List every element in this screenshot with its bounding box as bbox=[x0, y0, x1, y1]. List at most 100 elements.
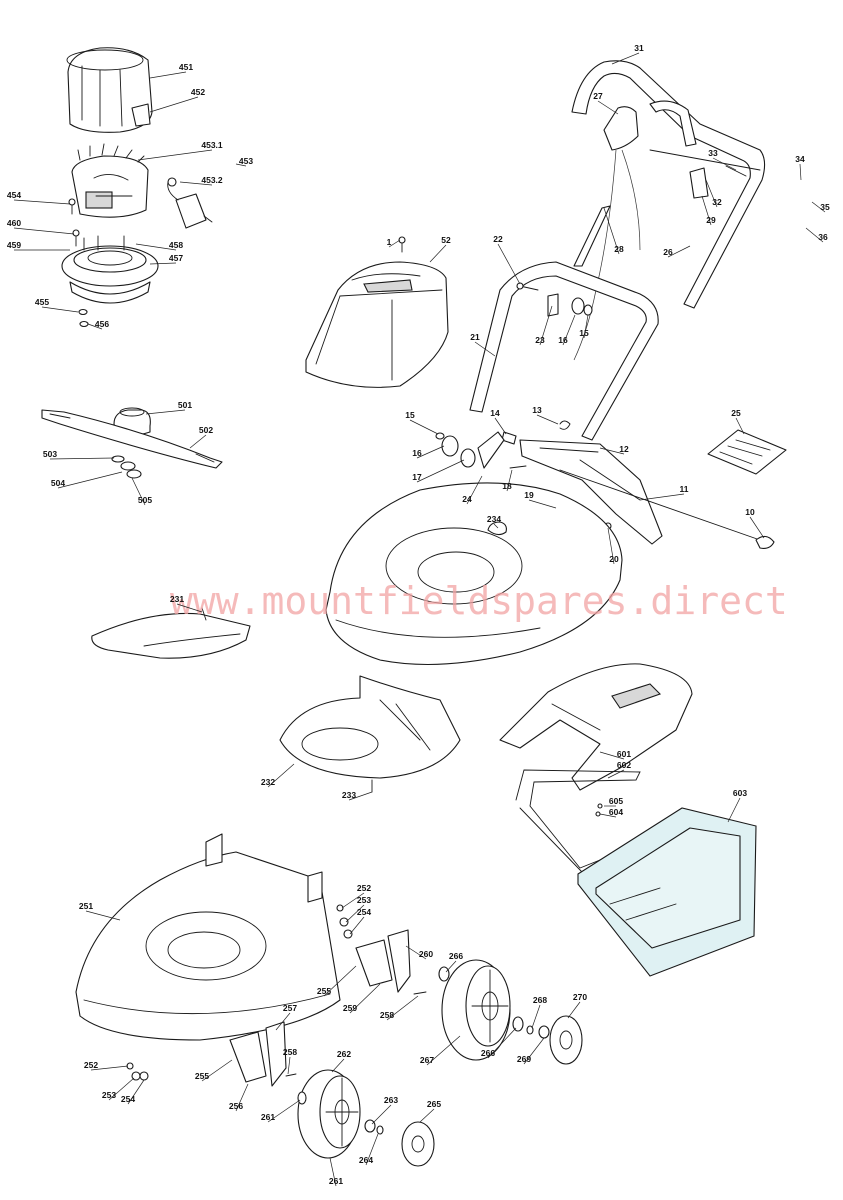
grassbox-frame-602 bbox=[515, 769, 641, 873]
rear-wheel-267 bbox=[441, 959, 511, 1061]
leader-line bbox=[749, 516, 765, 539]
leader-line bbox=[176, 603, 203, 613]
mulching-plug-231 bbox=[91, 607, 251, 659]
callout-label: 233 bbox=[342, 790, 356, 800]
callout-label: 458 bbox=[169, 240, 183, 250]
leader-line bbox=[90, 1065, 129, 1071]
callout-label: 263 bbox=[384, 1095, 398, 1105]
callout-label: 16 bbox=[558, 335, 568, 345]
callout-label: 26 bbox=[663, 247, 673, 257]
callout-label: 265 bbox=[427, 1099, 441, 1109]
callout-label: 503 bbox=[43, 449, 57, 459]
callout-label: 1 bbox=[387, 237, 392, 247]
callout-label: 17 bbox=[412, 472, 422, 482]
callout-label: 35 bbox=[820, 202, 830, 212]
callout-label: 604 bbox=[609, 807, 623, 817]
leader-line bbox=[811, 201, 826, 213]
leader-line bbox=[805, 227, 824, 243]
callout-label: 11 bbox=[680, 484, 689, 494]
callout-label: 21 bbox=[470, 332, 480, 342]
front-hub-parts-261-263-264-265 bbox=[297, 1091, 435, 1167]
callout-label: 28 bbox=[614, 244, 624, 254]
leader-line bbox=[799, 163, 802, 181]
callout-label: 266 bbox=[449, 951, 463, 961]
leader-line bbox=[607, 769, 625, 779]
leader-line bbox=[466, 475, 483, 505]
leader-line bbox=[145, 409, 186, 415]
leader-line bbox=[287, 1056, 291, 1075]
callout-label: 234 bbox=[487, 514, 501, 524]
leader-line bbox=[87, 323, 103, 330]
callout-label: 254 bbox=[357, 907, 371, 917]
callout-label: 252 bbox=[84, 1060, 98, 1070]
leader-line bbox=[599, 447, 625, 455]
leader-line bbox=[149, 71, 187, 79]
leader-line bbox=[348, 791, 373, 801]
mower-deck-251 bbox=[75, 833, 341, 1041]
callout-label: 505 bbox=[138, 495, 152, 505]
leader-line bbox=[108, 1077, 135, 1101]
callout-label: 253 bbox=[102, 1090, 116, 1100]
leader-line bbox=[506, 469, 513, 492]
callout-label: 504 bbox=[51, 478, 65, 488]
leader-lines bbox=[13, 52, 826, 1187]
callout-label: 23 bbox=[535, 335, 545, 345]
callout-label: 29 bbox=[706, 215, 716, 225]
callout-label: 10 bbox=[745, 507, 755, 517]
leader-line bbox=[349, 983, 381, 1014]
callout-label: 261 bbox=[261, 1112, 275, 1122]
watermark-text: www.mountfieldspares.direct bbox=[170, 579, 788, 623]
callout-label: 257 bbox=[283, 1003, 297, 1013]
callout-label: 457 bbox=[169, 253, 183, 263]
callout-label: 20 bbox=[609, 554, 619, 564]
callout-label: 19 bbox=[524, 490, 534, 500]
capacitor-453-2 bbox=[167, 177, 213, 229]
screw-454-460 bbox=[68, 198, 80, 247]
leader-line bbox=[416, 459, 465, 483]
leader-line bbox=[349, 916, 365, 935]
leader-line bbox=[365, 1133, 379, 1166]
leader-line bbox=[497, 243, 521, 285]
callout-label: 255 bbox=[317, 986, 331, 996]
callout-label: 256 bbox=[229, 1101, 243, 1111]
leader-line bbox=[667, 245, 691, 258]
leader-line bbox=[445, 960, 457, 973]
callout-label: 255 bbox=[195, 1071, 209, 1081]
wheel-brackets-255-259-256-257 bbox=[229, 929, 411, 1087]
leader-line bbox=[386, 995, 419, 1021]
leader-line bbox=[137, 149, 213, 161]
callout-label: 258 bbox=[283, 1047, 297, 1057]
height-adjust-12-11-10 bbox=[519, 439, 775, 549]
leader-line bbox=[583, 314, 589, 339]
fixing-kit-25 bbox=[707, 429, 787, 475]
callout-label: 258 bbox=[380, 1010, 394, 1020]
callout-label: 13 bbox=[532, 405, 542, 415]
leader-line bbox=[201, 1059, 233, 1082]
leader-line bbox=[528, 499, 557, 509]
leader-line bbox=[562, 314, 576, 346]
callout-label: 264 bbox=[359, 1155, 373, 1165]
callout-label: 459 bbox=[7, 240, 21, 250]
callout-label: 451 bbox=[179, 62, 193, 72]
callout-label: 18 bbox=[502, 481, 512, 491]
callout-label: 253 bbox=[357, 895, 371, 905]
callout-label: 33 bbox=[708, 148, 718, 158]
leader-line bbox=[127, 1079, 145, 1105]
adjusters-22-23-16-15 bbox=[516, 282, 593, 317]
callout-label: 268 bbox=[533, 995, 547, 1005]
grassbox-lid-601 bbox=[499, 663, 693, 791]
callout-label: 455 bbox=[35, 297, 49, 307]
callout-label: 25 bbox=[731, 408, 741, 418]
callout-label: 16 bbox=[412, 448, 422, 458]
rear-hub-parts-266-268-269-270 bbox=[438, 966, 583, 1065]
leader-line bbox=[275, 1012, 291, 1031]
leader-line bbox=[388, 239, 401, 248]
leader-line bbox=[539, 305, 553, 346]
leader-line bbox=[599, 813, 617, 818]
leader-line bbox=[474, 341, 496, 357]
blade-bolts-503-505 bbox=[111, 455, 142, 479]
callout-label: 269 bbox=[517, 1054, 531, 1064]
leader-line bbox=[57, 471, 123, 489]
